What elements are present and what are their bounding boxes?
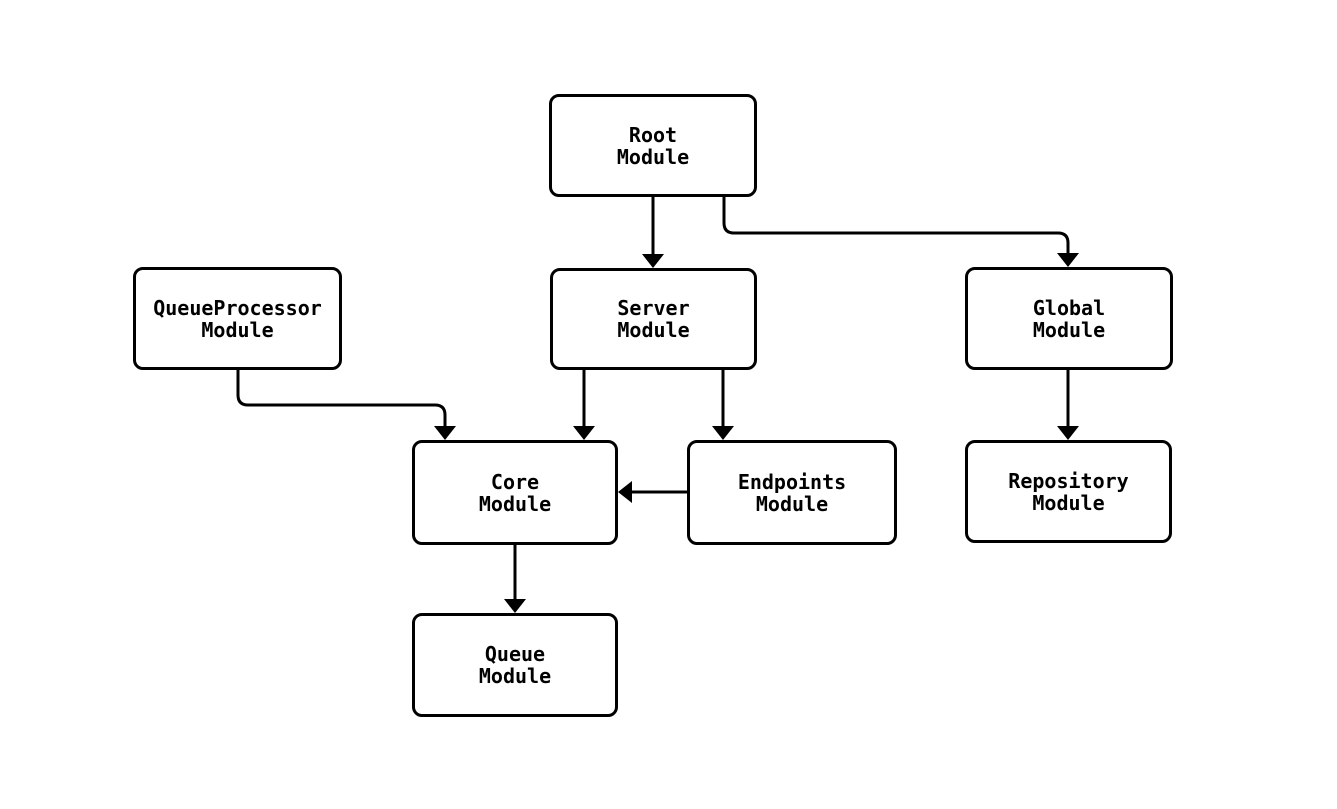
arrowhead-left-icon <box>618 481 632 503</box>
arrowhead-down-icon <box>642 254 664 268</box>
node-label: QueueProcessor Module <box>153 295 322 342</box>
edge-endpoints-to-core <box>618 481 687 503</box>
arrowhead-down-icon <box>712 426 734 440</box>
node-repository-module: Repository Module <box>965 440 1172 543</box>
node-endpoints-module: Endpoints Module <box>687 440 897 545</box>
node-label: Repository Module <box>1008 468 1129 515</box>
edge-server-to-endpoints <box>712 370 734 440</box>
node-root-module: Root Module <box>549 94 757 197</box>
edge-core-to-queue <box>504 545 526 613</box>
node-label: Server Module <box>617 296 690 342</box>
edge-root-to-global <box>722 197 1079 267</box>
edge-line <box>236 370 447 426</box>
node-core-module: Core Module <box>412 440 618 545</box>
edge-global-to-repository <box>1057 370 1079 440</box>
arrowhead-down-icon <box>1057 253 1079 267</box>
node-queueprocessor-module: QueueProcessor Module <box>133 267 342 370</box>
arrowhead-down-icon <box>504 599 526 613</box>
edge-line <box>722 197 1070 254</box>
node-queue-module: Queue Module <box>412 613 618 717</box>
arrowhead-down-icon <box>573 426 595 440</box>
edge-root-to-server <box>642 197 664 268</box>
edge-server-to-core <box>573 370 595 440</box>
edge-queueprocessor-to-core <box>236 370 456 440</box>
arrowhead-down-icon <box>1057 426 1079 440</box>
node-server-module: Server Module <box>550 268 757 370</box>
node-label: Root Module <box>616 122 690 169</box>
node-label: Endpoints Module <box>737 469 847 516</box>
node-global-module: Global Module <box>965 267 1173 370</box>
node-label: Core Module <box>478 469 552 516</box>
arrowhead-down-icon <box>434 426 456 440</box>
node-label: Global Module <box>1032 295 1106 342</box>
node-label: Queue Module <box>478 642 552 688</box>
